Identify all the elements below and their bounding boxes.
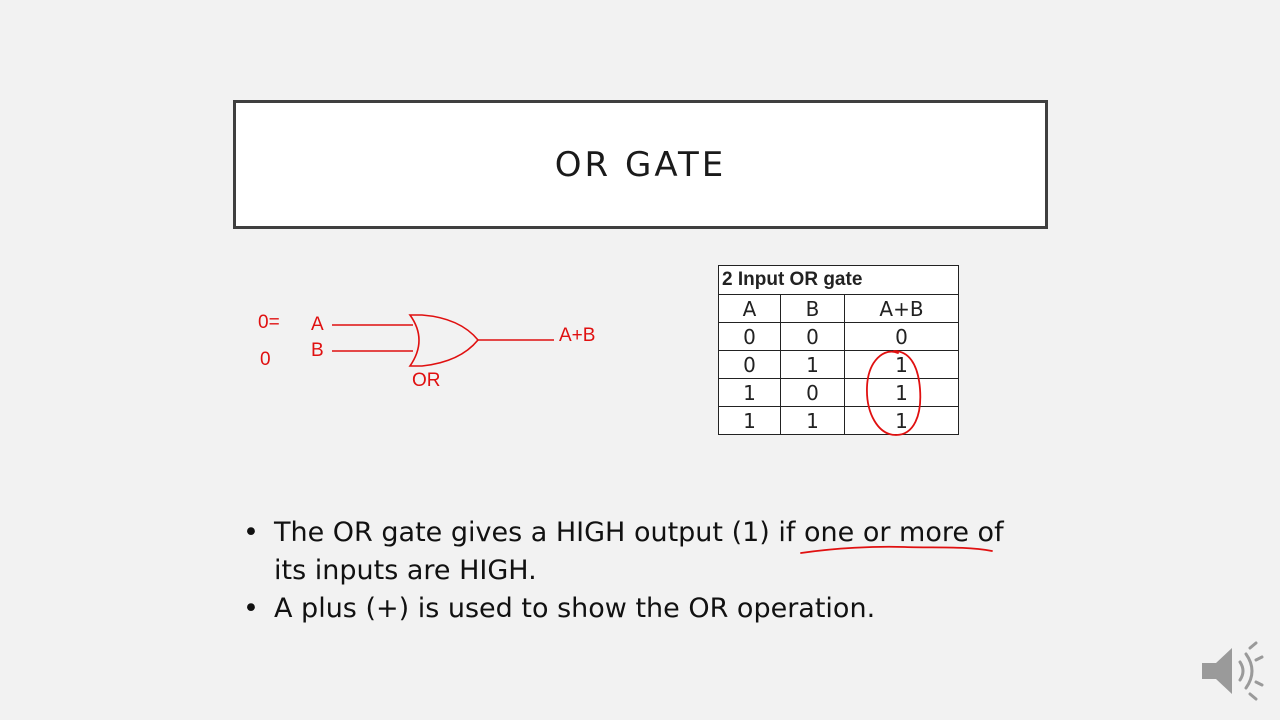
annotation-b: 0 <box>260 349 271 370</box>
speaker-icon[interactable] <box>1198 640 1266 702</box>
table-row: 1 1 1 <box>718 406 959 435</box>
slide-title: OR GATE <box>554 144 727 185</box>
cell-output: 0 <box>844 322 959 351</box>
annotation-a: 0= <box>258 312 280 333</box>
truth-table-title-row: 2 Input OR gate <box>718 265 959 295</box>
output-label: A+B <box>559 325 595 346</box>
bullet-text: A plus (+) is used to show the OR operat… <box>274 593 876 624</box>
cell-b: 0 <box>780 378 845 407</box>
or-gate-diagram: 0= 0 A B A+B OR <box>258 312 595 391</box>
bullet-text: The OR gate gives a HIGH output (1) if o… <box>274 514 1043 590</box>
header-b: B <box>780 294 845 323</box>
bullet-marker: • <box>243 593 259 624</box>
table-row: 1 0 1 <box>718 378 959 407</box>
table-row: 0 0 0 <box>718 322 959 351</box>
truth-table-header-row: A B A+B <box>718 294 959 323</box>
input-b-label: B <box>311 340 324 361</box>
cell-b: 0 <box>780 322 845 351</box>
cell-output: 1 <box>844 378 959 407</box>
gate-name-label: OR <box>412 370 441 391</box>
slide-title-box: OR GATE <box>233 100 1048 229</box>
cell-output: 1 <box>844 350 959 379</box>
bullet-list: • The OR gate gives a HIGH output (1) if… <box>243 514 1043 628</box>
header-output: A+B <box>844 294 959 323</box>
bullet-text-part: The OR gate gives a HIGH output (1) if <box>274 517 804 548</box>
truth-table-title: 2 Input OR gate <box>718 265 959 295</box>
cell-output: 1 <box>844 406 959 435</box>
cell-a: 1 <box>718 378 781 407</box>
cell-a: 0 <box>718 350 781 379</box>
cell-b: 1 <box>780 350 845 379</box>
bullet-marker: • <box>243 517 259 548</box>
or-gate-symbol <box>408 314 480 367</box>
bullet-item: • A plus (+) is used to show the OR oper… <box>243 590 1043 628</box>
cell-a: 1 <box>718 406 781 435</box>
cell-a: 0 <box>718 322 781 351</box>
header-a: A <box>718 294 781 323</box>
input-a-label: A <box>311 314 324 335</box>
truth-table: 2 Input OR gate A B A+B 0 0 0 0 1 1 1 0 … <box>718 265 959 435</box>
cell-b: 1 <box>780 406 845 435</box>
bullet-item: • The OR gate gives a HIGH output (1) if… <box>243 514 1043 590</box>
bullet-text-part: one or more of its inputs are HIGH. <box>274 517 1004 586</box>
table-row: 0 1 1 <box>718 350 959 379</box>
